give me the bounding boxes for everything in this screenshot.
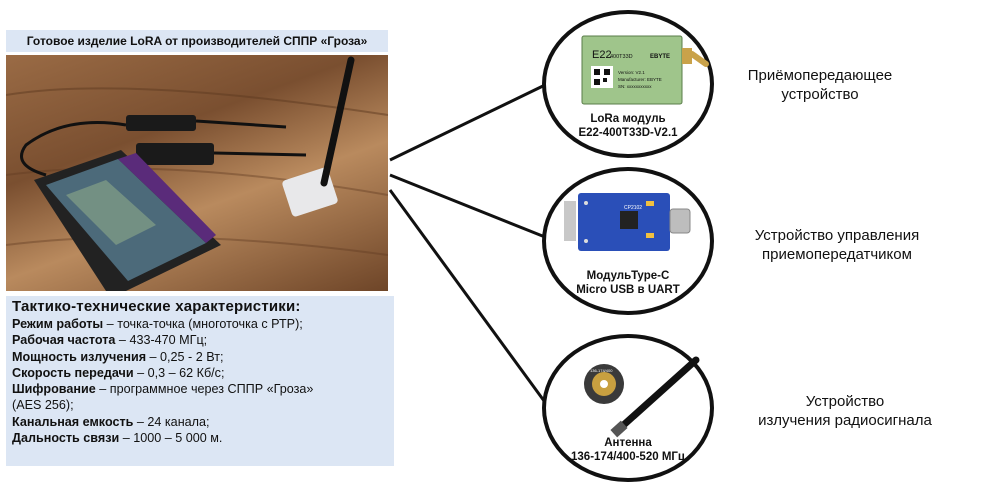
- antenna-on-stand: [282, 56, 355, 217]
- svg-text:400T33D: 400T33D: [610, 54, 633, 60]
- product-photo: [6, 55, 388, 291]
- spec-row: Скорость передачи – 0,3 – 62 Кб/с;: [12, 365, 225, 380]
- svg-text:SN: xxxxxxxxxxx: SN: xxxxxxxxxxx: [618, 84, 652, 89]
- lora-module-image: E22 400T33D EBYTE Version: V2.1 Manufact…: [581, 35, 709, 105]
- spec-row: Мощность излучения – 0,25 - 2 Вт;: [12, 349, 224, 364]
- spec-row: Шифрование – программное через СППР «Гро…: [12, 382, 314, 397]
- lora-device-top: [126, 115, 287, 131]
- antenna-circle: 136-174/400 Антенна 136-174/400-520 МГц: [542, 334, 714, 482]
- spec-row: Режим работы – точка-точка (многоточка с…: [12, 317, 303, 331]
- usb-uart-caption: МодульType-C Micro USB в UART: [576, 270, 680, 296]
- smartphone: [34, 150, 221, 291]
- antenna-image: 136-174/400: [584, 356, 700, 438]
- svg-text:Version: V2.1: Version: V2.1: [618, 70, 645, 75]
- usb-uart-circle: CP2102 МодульType-C Micro USB в UART: [542, 167, 714, 315]
- spec-row: Дальность связи – 1000 – 5 000 м.: [12, 431, 223, 446]
- antenna-caption: Антенна 136-174/400-520 МГц: [571, 437, 685, 463]
- spec-row: (AES 256);: [12, 398, 74, 413]
- specs-heading: Тактико-технические характеристики:: [12, 298, 301, 315]
- lora-device-bottom: [136, 143, 307, 165]
- svg-text:136-174/400: 136-174/400: [590, 368, 613, 373]
- connector-line-2: [389, 173, 546, 239]
- connector-line-1: [389, 83, 546, 162]
- spec-row: Рабочая частота – 433-470 МГц;: [12, 333, 208, 348]
- svg-text:Manufacturer: EBYTE: Manufacturer: EBYTE: [618, 77, 662, 82]
- chip-label: CP2102: [624, 205, 642, 211]
- photo-title: Готовое изделие LoRA от производителей С…: [6, 30, 388, 52]
- usb-uart-board-image: CP2102: [564, 193, 691, 251]
- lora-module-description: Приёмопередающее устройство: [747, 67, 893, 103]
- specs-panel: Тактико-технические характеристики: Режи…: [6, 296, 394, 466]
- usb-uart-description: Устройство управления приемопередатчиком: [754, 227, 920, 263]
- spec-row: Канальная емкость – 24 канала;: [12, 414, 210, 429]
- connector-line-3: [388, 189, 560, 421]
- antenna-description: Устройство излучения радиосигнала: [758, 393, 932, 429]
- module-model-text: E22: [592, 49, 612, 61]
- svg-text:EBYTE: EBYTE: [650, 54, 670, 60]
- lora-module-circle: E22 400T33D EBYTE Version: V2.1 Manufact…: [542, 10, 714, 158]
- lora-module-caption: LoRa модуль E22-400T33D-V2.1: [578, 113, 678, 139]
